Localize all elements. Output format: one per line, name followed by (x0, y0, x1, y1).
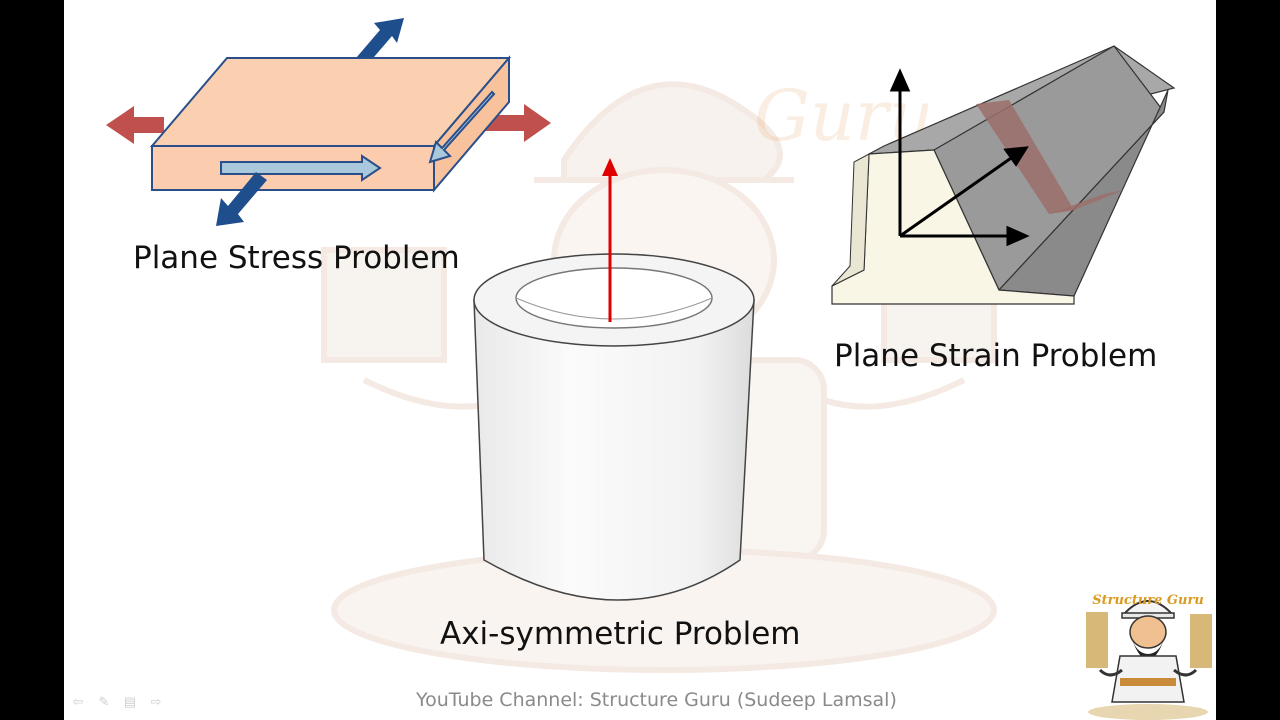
plane-strain-diagram (831, 45, 1176, 305)
pen-icon[interactable]: ✎ (98, 694, 110, 709)
prev-arrow-icon[interactable]: ⇦ (72, 694, 84, 709)
slide: Guru (64, 0, 1216, 720)
logo-text: Structure Guru (1092, 593, 1204, 608)
axisymmetric-label: Axi-symmetric Problem (440, 616, 801, 652)
red-arrow-left (106, 106, 164, 144)
blue-arrow-down (216, 172, 267, 226)
slides-menu-icon[interactable]: ▤ (123, 694, 137, 709)
plane-strain-label: Plane Strain Problem (834, 338, 1158, 374)
plane-stress-label: Plane Stress Problem (133, 240, 460, 276)
structure-guru-logo: Structure Guru (1086, 593, 1212, 720)
axisymmetric-diagram (473, 158, 755, 601)
next-arrow-icon[interactable]: ⇨ (150, 694, 162, 709)
slideshow-nav: ⇦ ✎ ▤ ⇨ (70, 694, 164, 709)
blue-arrow-up (356, 18, 404, 64)
red-arrow-right (469, 104, 551, 142)
plane-stress-diagram (106, 18, 551, 226)
footer-text: YouTube Channel: Structure Guru (Sudeep … (416, 689, 897, 711)
